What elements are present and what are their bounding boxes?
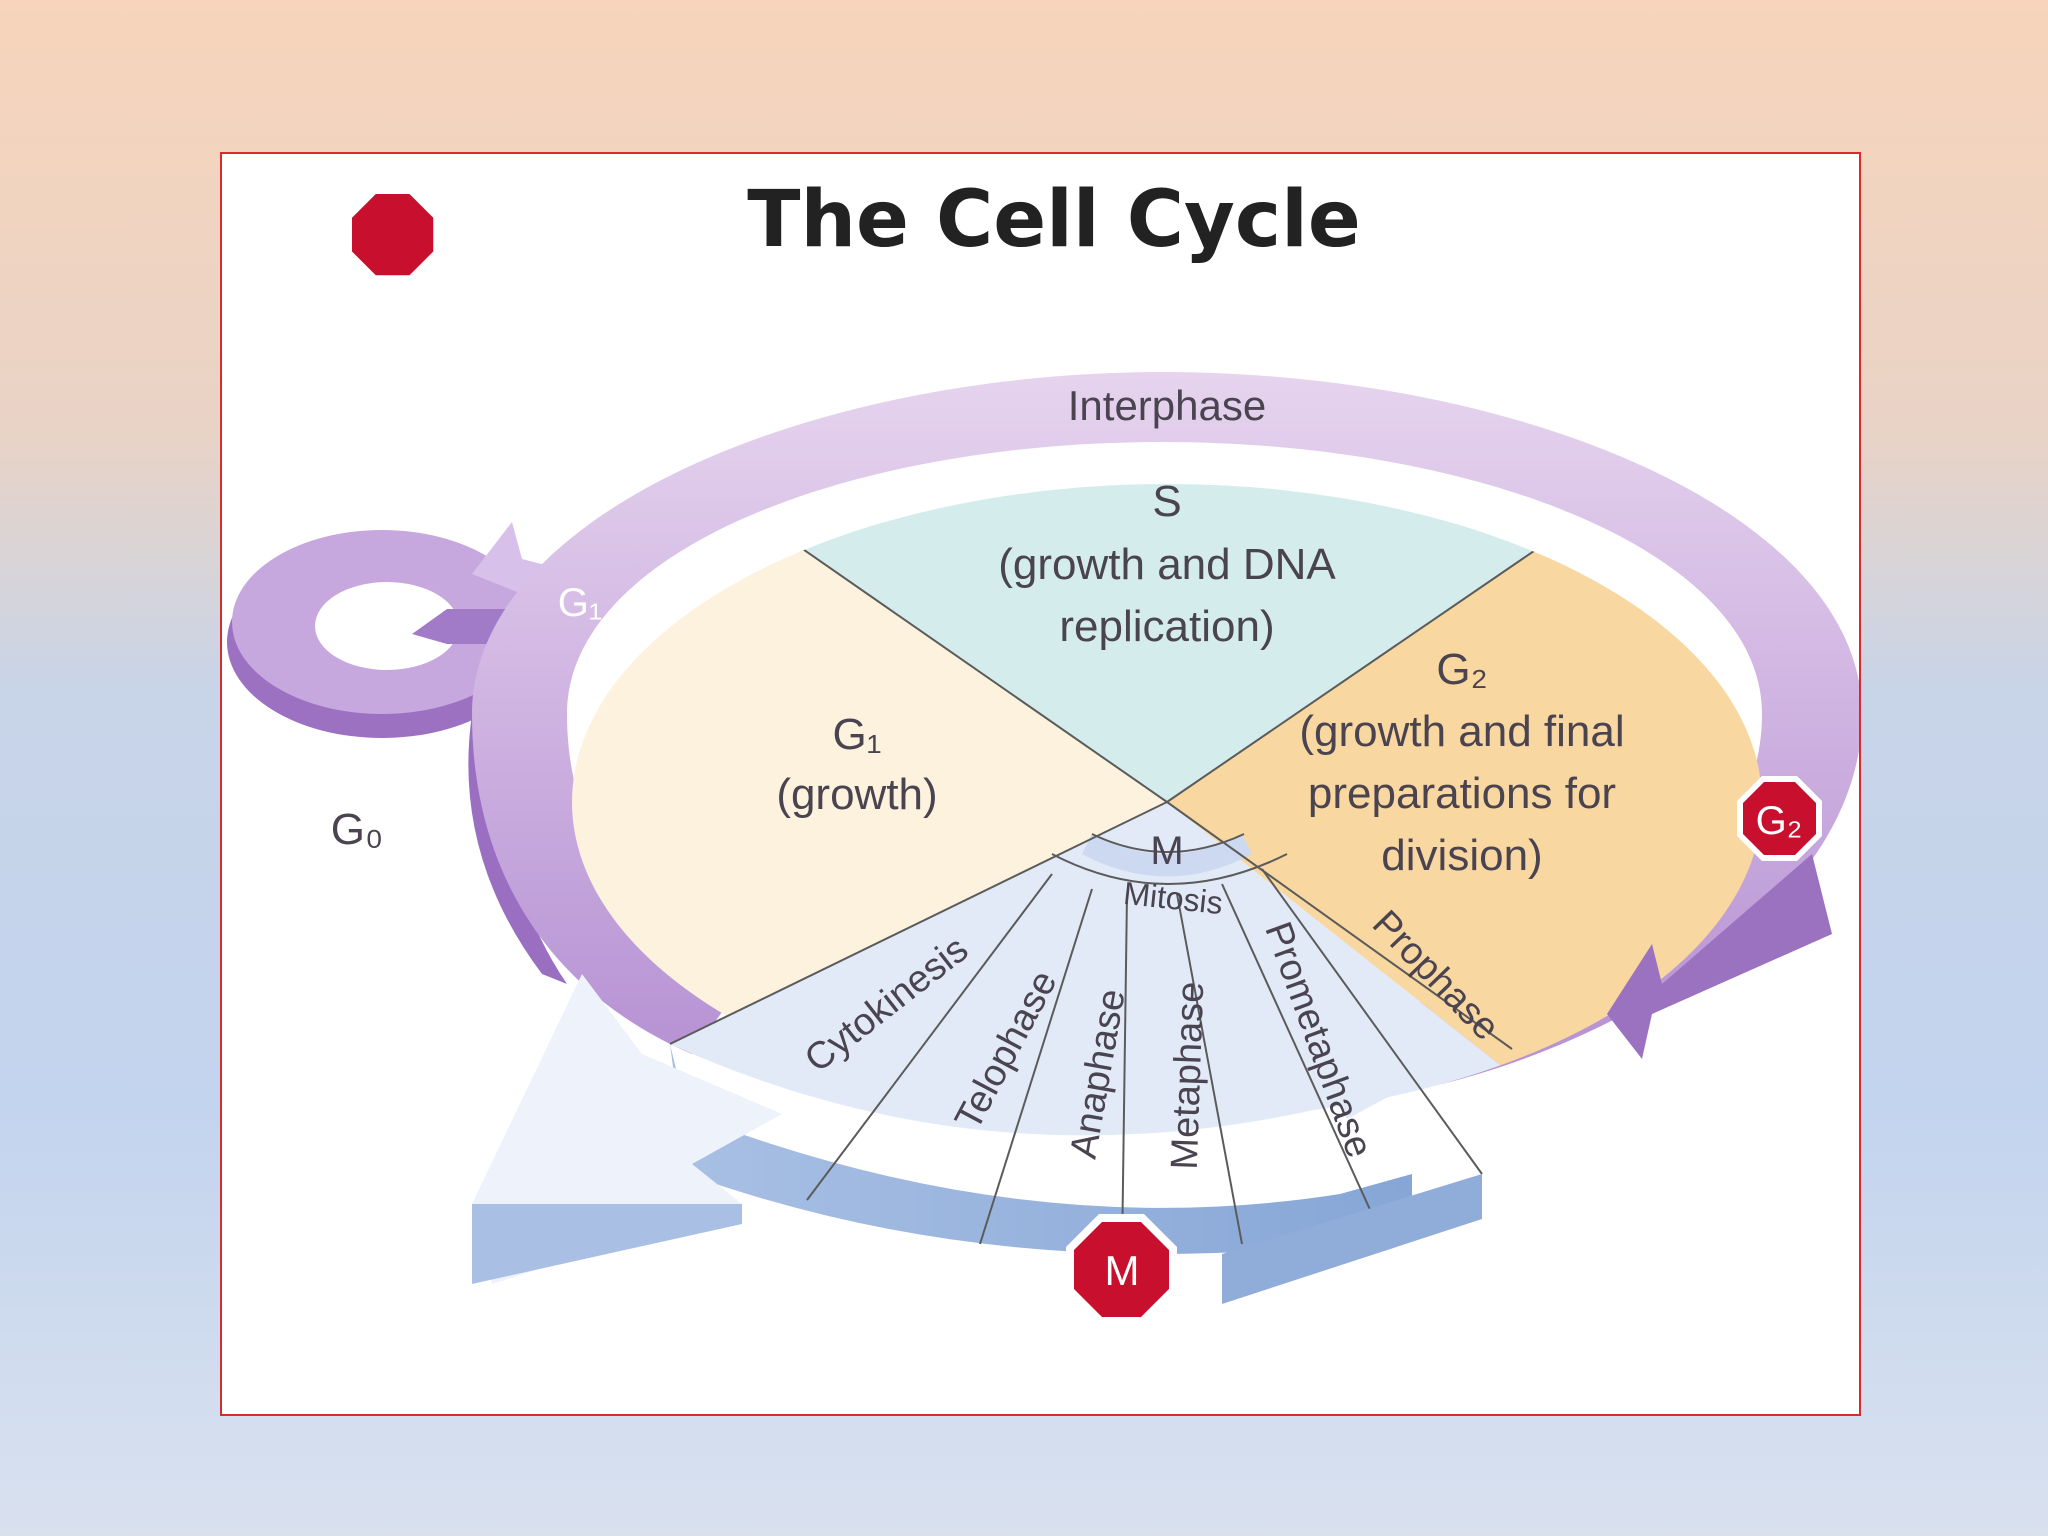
g2-to-m-arrow xyxy=(1607,854,1832,1059)
g1-checkpoint-label: G₁ xyxy=(558,581,603,625)
interphase-label: Interphase xyxy=(1068,382,1266,429)
g1-checkpoint-icon: G₁ xyxy=(345,187,603,625)
cell-cycle-diagram: The Cell Cycle Interphase xyxy=(227,175,1859,1325)
stage-metaphase: Metaphase xyxy=(1164,981,1213,1170)
m-checkpoint-label: M xyxy=(1105,1247,1140,1294)
cytokinesis-arrow xyxy=(472,974,782,1284)
s-name: S xyxy=(1152,477,1181,526)
diagram-title: The Cell Cycle xyxy=(747,175,1361,265)
g2-checkpoint-icon: G₂ xyxy=(1737,776,1822,861)
g0-label: G₀ xyxy=(331,805,384,854)
m-checkpoint-icon: M xyxy=(1066,1214,1177,1325)
g2-name: G₂ xyxy=(1436,645,1487,694)
mitosis-wedge xyxy=(669,801,1513,1304)
g2-desc-1: (growth and final xyxy=(1299,707,1624,756)
slide-frame: The Cell Cycle Interphase xyxy=(220,152,1861,1416)
g2-phase-label: G₂ (growth and final preparations for di… xyxy=(1299,645,1624,880)
s-phase-label: S (growth and DNA replication) xyxy=(998,477,1336,651)
s-desc-2: replication) xyxy=(1059,602,1274,651)
s-sector xyxy=(572,484,1762,802)
m-name: M xyxy=(1150,829,1183,873)
g0-loop xyxy=(227,522,580,738)
g1-phase-label: G₁ (growth) xyxy=(776,710,937,819)
s-desc-1: (growth and DNA xyxy=(998,540,1336,589)
g1-name: G₁ xyxy=(832,710,881,759)
g1-desc: (growth) xyxy=(776,770,937,819)
g2-desc-3: division) xyxy=(1381,831,1542,880)
g2-desc-2: preparations for xyxy=(1308,769,1616,818)
g2-checkpoint-label: G₂ xyxy=(1756,799,1803,843)
